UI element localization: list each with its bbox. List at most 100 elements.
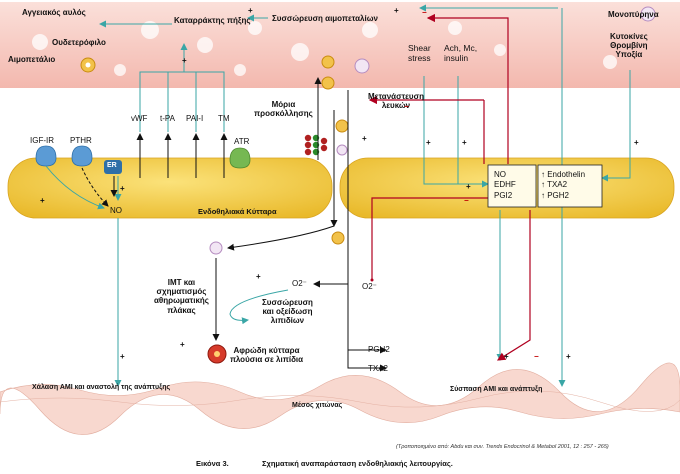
er-label: ER — [107, 162, 117, 169]
atr-label: ATR — [234, 137, 250, 146]
monocyte-label: Μονοπύρηνα — [608, 10, 659, 19]
monocyte-cell — [354, 58, 370, 74]
platelet-cell — [321, 76, 335, 90]
adhesion-molecules — [304, 134, 328, 156]
plus-sign: + — [40, 196, 45, 205]
o2-label-right: O2⁻ — [362, 282, 377, 291]
plus-sign: + — [120, 352, 125, 361]
dilators-box — [487, 164, 537, 208]
minus-sign: − — [464, 196, 469, 205]
imt-line-2: σχηματισμός — [156, 287, 207, 297]
smc-contraction-label: Σύσπαση ΑΜΙ και ανάπτυξη — [450, 386, 543, 393]
red-arrows — [368, 13, 531, 361]
imt-line-3: αθηρωματικής — [154, 296, 209, 306]
figure-caption: Σχηματική αναπαράσταση ενδοθηλιακής λειτ… — [262, 459, 453, 468]
dilator-pgi2: PGI2 — [494, 190, 513, 200]
dilator-edhf: EDHF — [494, 180, 516, 190]
black-arrows — [136, 77, 387, 372]
adhesion-line-2: προσκόλλησης — [254, 109, 313, 119]
lipid-oxidation-label: Συσσώρευση και οξείδωση λιπιδίων — [262, 298, 313, 326]
igf-ir-label: IGF-IR — [30, 136, 54, 145]
foam-cell — [207, 344, 227, 364]
adhesion-molecules-label: Μόρια προσκόλλησης — [254, 100, 313, 118]
o2-label-left: O2⁻ — [292, 279, 307, 288]
smc-relaxation-label: Χάλαση ΑΜΙ και αναστολή της ανάπτυξης — [32, 384, 171, 391]
migration-line-2: λευκών — [381, 101, 411, 111]
er-receptor — [104, 160, 122, 174]
imt-plaque-label: IMT και σχηματισμός αθηρωματικής πλάκας — [154, 278, 209, 315]
figure-number: Εικόνα 3. — [196, 459, 229, 468]
thrombin-line: Θρομβίνη — [610, 41, 648, 51]
stress-line: stress — [408, 52, 431, 63]
platelet-aggregation-label: Συσσώρευση αιμοπεταλίων — [272, 14, 378, 23]
smooth-muscle-layer — [0, 362, 680, 435]
txa2-label: TXA2 — [368, 364, 389, 373]
o2-source-dot — [370, 278, 374, 282]
pthr-label: PTHR — [70, 136, 92, 145]
plus-sign: + — [504, 352, 509, 361]
minus-sign: − — [422, 8, 427, 17]
minus-sign: − — [404, 102, 409, 111]
endothelial-cell-left — [7, 157, 333, 219]
plus-sign: + — [180, 340, 185, 349]
constrictor-pgh2: ↑ PGH2 — [541, 190, 570, 200]
adhesion-line-1: Μόρια — [271, 100, 296, 109]
cytokines-line: Κυτοκίνες — [610, 32, 648, 41]
ach-insulin-label: Ach, Mc, insulin — [444, 43, 478, 64]
plus-sign: + — [426, 138, 431, 147]
lipid-line-1: Συσσώρευση — [262, 298, 313, 307]
neutrophil-label: Ουδετερόφιλο — [52, 38, 106, 47]
plus-sign: + — [462, 138, 467, 147]
citation: (Τροποποιημένο από: Abdu και συν. Trends… — [396, 444, 609, 450]
leukocyte-cell — [335, 119, 349, 156]
platelet-label: Αιμοπετάλιο — [8, 55, 56, 64]
plus-sign: + — [182, 56, 187, 65]
vwf-label: vWF — [131, 114, 148, 123]
plus-sign: + — [362, 134, 367, 143]
endothelial-cells-label: Ενδοθηλιακά Κύτταρα — [198, 207, 277, 216]
cytokines-label: Κυτοκίνες Θρομβίνη Υποξία — [610, 32, 648, 60]
plus-sign: + — [566, 352, 571, 361]
monocyte-cell — [640, 6, 656, 22]
migration-line-1: Μετανάστευση — [368, 92, 424, 101]
minus-sign: − — [534, 352, 539, 361]
plus-sign: + — [394, 6, 399, 15]
constrictor-txa2: ↑ TXA2 — [541, 180, 568, 190]
imt-line-1: IMT και — [167, 278, 196, 287]
vessel-lumen-label: Αγγειακός αυλός — [22, 8, 86, 17]
migrating-leukocyte — [209, 231, 345, 255]
shear-line: Shear — [408, 43, 431, 53]
leukocyte-migration-label: Μετανάστευση λευκών — [368, 92, 424, 110]
ach-line: Ach, Mc, — [444, 43, 478, 53]
vessel-lumen — [0, 2, 680, 88]
pai-label: PAI-I — [186, 114, 204, 123]
plus-sign: + — [466, 182, 471, 191]
plus-sign: + — [248, 6, 253, 15]
plus-sign: + — [634, 138, 639, 147]
platelet-cell — [321, 55, 335, 69]
plus-sign: + — [256, 272, 261, 281]
insulin-line: insulin — [444, 52, 469, 63]
hypoxia-line: Υποξία — [615, 50, 643, 60]
foam-cells-label: Αφρώδη κύτταρα πλούσια σε λιπίδια — [230, 346, 303, 364]
imt-line-4: πλάκας — [167, 305, 196, 315]
pthr-receptor — [71, 145, 93, 167]
igf-ir-receptor — [35, 145, 57, 167]
platelet-cell — [80, 57, 96, 73]
lipid-line-3: λιπιδίων — [270, 316, 305, 326]
blood-cells — [32, 21, 617, 76]
constrictors-list: ↑ Endothelin ↑ TXA2 ↑ PGH2 — [541, 170, 585, 201]
coag-cascade-label: Καταρράκτης πήξης — [174, 16, 251, 25]
constrictor-endothelin: ↑ Endothelin — [541, 170, 586, 179]
shear-stress-label: Shear stress — [408, 43, 431, 64]
tm-label: TM — [218, 114, 230, 123]
constrictors-box — [537, 164, 603, 208]
tpa-label: t-PA — [160, 114, 175, 123]
atr-receptor — [229, 147, 251, 169]
foam-line-2: πλούσια σε λιπίδια — [230, 355, 304, 365]
no-label: NO — [110, 206, 122, 215]
dilator-no: NO — [494, 170, 506, 179]
plus-sign: + — [120, 184, 125, 193]
media-layer-label: Μέσος χιτώνας — [292, 402, 343, 409]
